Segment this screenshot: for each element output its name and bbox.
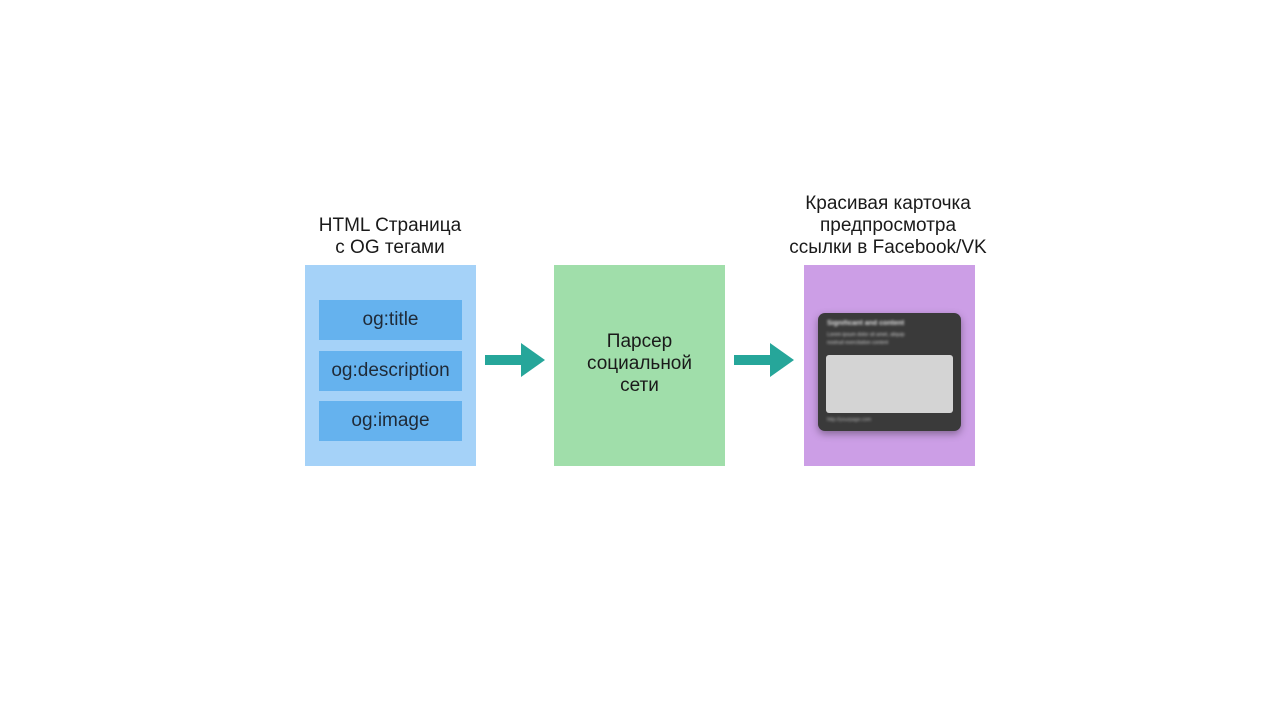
preview-url: http://yourpage.com <box>827 417 872 423</box>
arrow-right-icon <box>734 343 794 377</box>
arrow-1-shape <box>485 343 545 377</box>
preview-description-line-1: Lorem ipsum dolor sit amet, aliquip <box>827 332 905 338</box>
html-page-caption: HTML Страница с OG тегами <box>318 215 462 258</box>
result-caption: Красивая карточка предпросмотра ссылки в… <box>789 193 987 258</box>
og-description-tag: og:description <box>319 351 462 391</box>
link-preview-card: Significant and content Lorem ipsum dolo… <box>818 313 961 431</box>
html-page-box: og:title og:description og:image <box>305 265 476 466</box>
preview-description-line-2: nostrud exercitation content <box>827 340 889 346</box>
preview-image-placeholder <box>826 355 953 413</box>
parser-label: Парсер социальной сети <box>586 331 692 396</box>
og-image-tag: og:image <box>319 401 462 441</box>
preview-card-box: Significant and content Lorem ipsum dolo… <box>804 265 975 466</box>
preview-title: Significant and content <box>827 320 905 327</box>
social-parser-box: Парсер социальной сети <box>554 265 725 466</box>
og-title-tag: og:title <box>319 300 462 340</box>
arrow-2-shape <box>734 343 794 377</box>
arrow-right-icon <box>485 343 545 377</box>
